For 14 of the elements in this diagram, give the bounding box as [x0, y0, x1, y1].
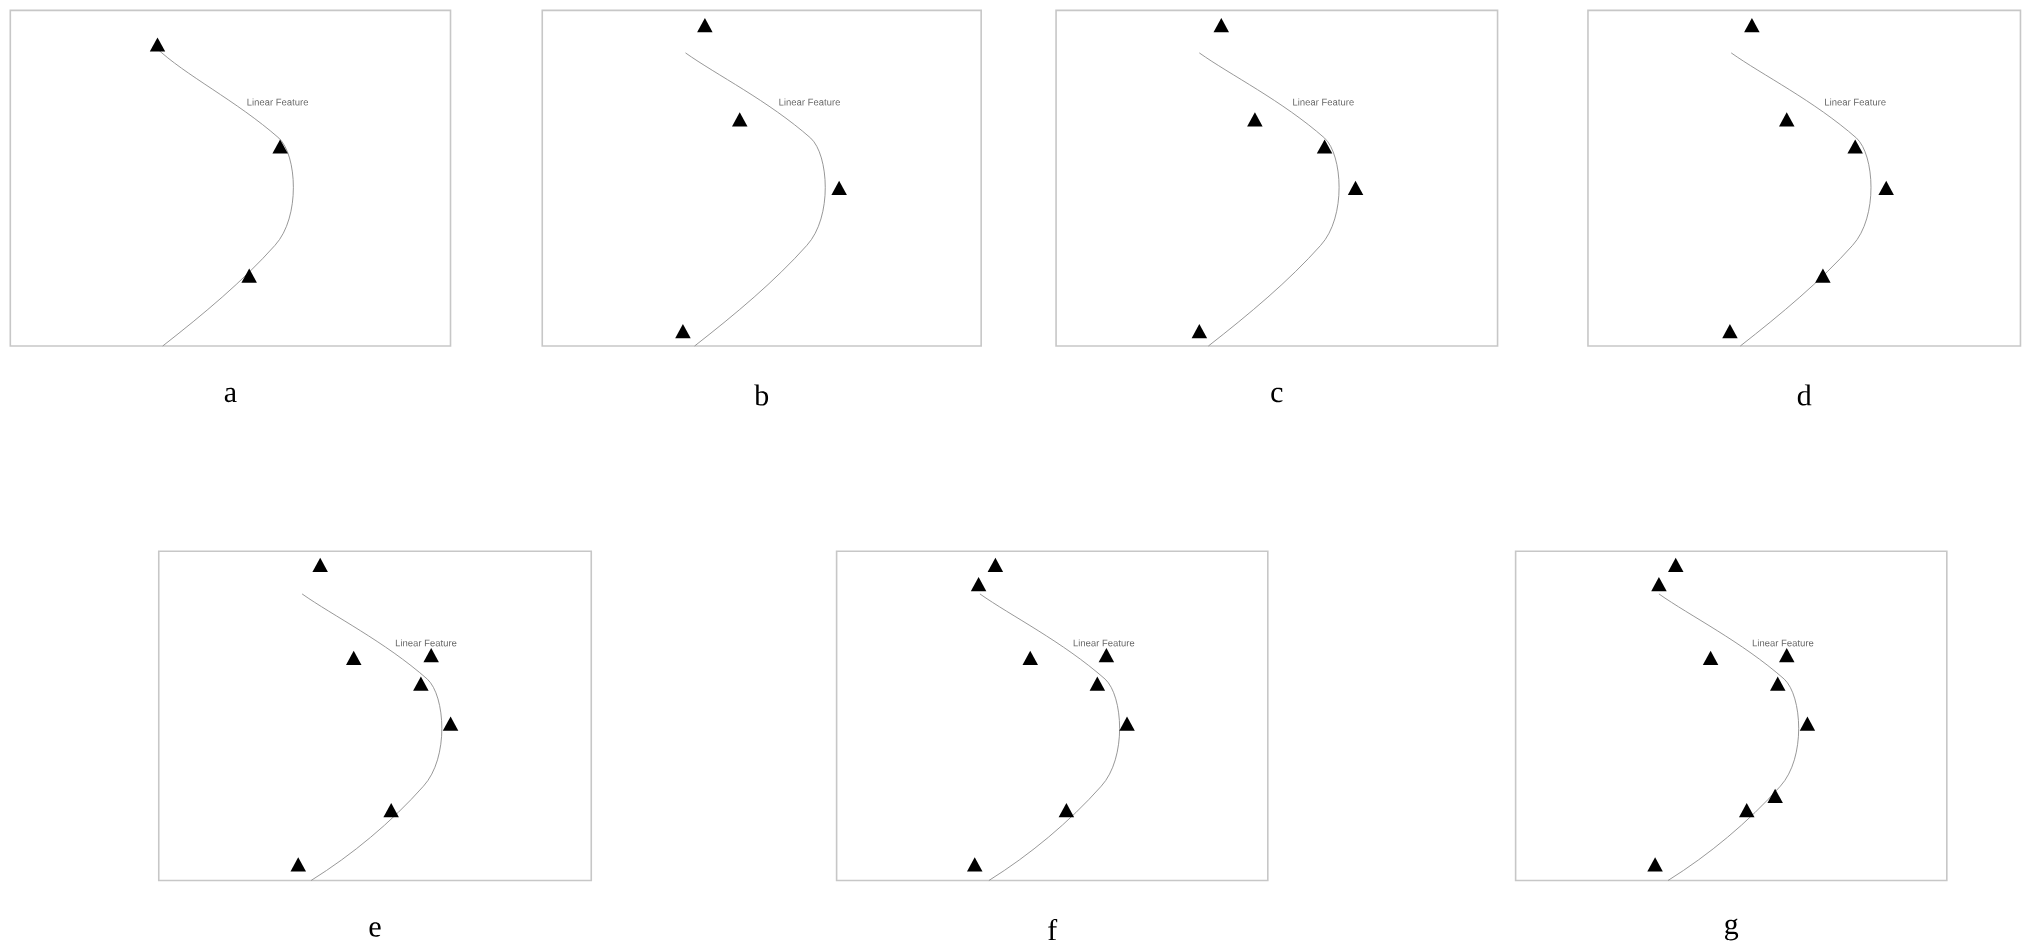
feature-label: Linear Feature	[779, 98, 840, 106]
panel-caption: e	[369, 922, 381, 937]
panel-caption: c	[1271, 387, 1283, 403]
feature-label: Linear Feature	[1825, 98, 1886, 106]
feature-label: Linear Feature	[1293, 98, 1354, 106]
panel-caption: b	[754, 384, 769, 406]
panel-caption: d	[1797, 384, 1812, 406]
feature-label: Linear Feature	[395, 639, 457, 647]
feature-label: Linear Feature	[247, 98, 309, 106]
panel-caption: g	[1725, 918, 1739, 941]
feature-label: Linear Feature	[1073, 639, 1135, 647]
panel-caption: f	[1048, 918, 1058, 941]
feature-label: Linear Feature	[1752, 639, 1814, 647]
panel-caption: a	[224, 387, 237, 403]
